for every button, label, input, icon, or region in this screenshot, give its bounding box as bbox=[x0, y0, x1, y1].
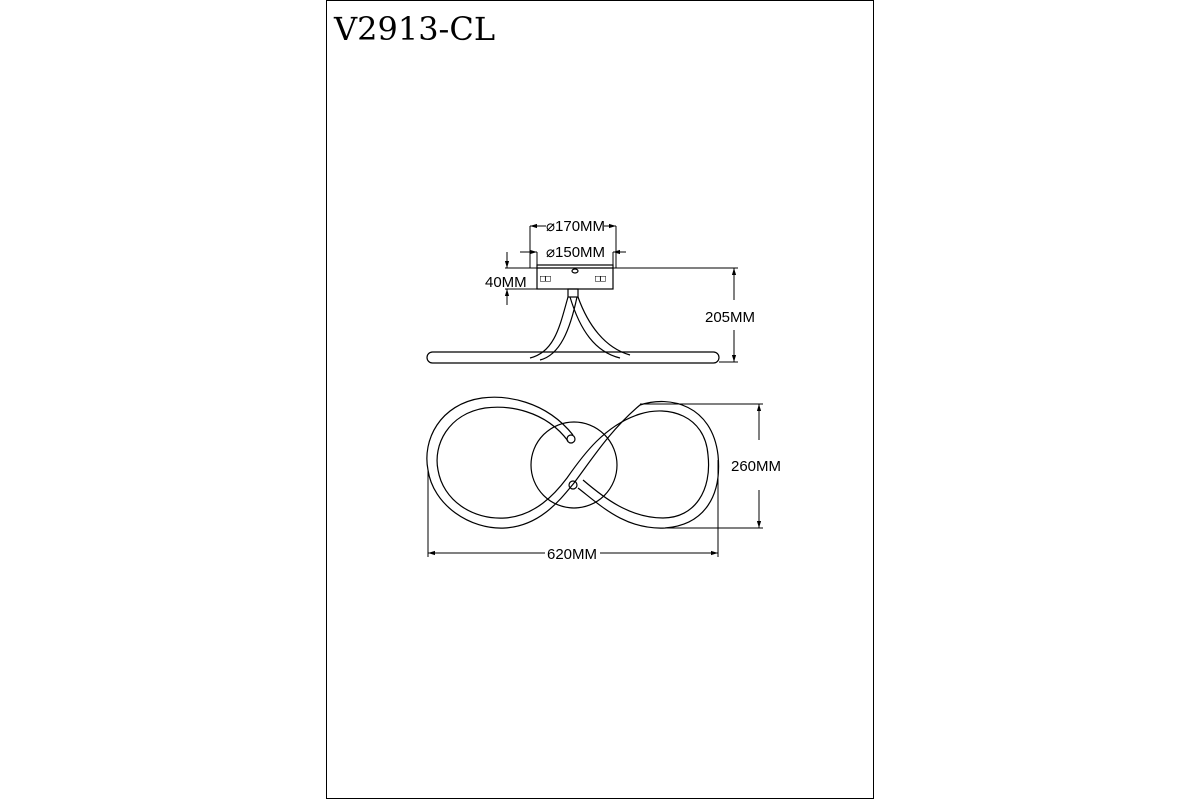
depth-dim bbox=[640, 403, 763, 529]
canopy-height-dim bbox=[504, 252, 537, 305]
arm-right bbox=[569, 296, 621, 359]
depth-label: 260MM bbox=[731, 458, 781, 475]
width-dim bbox=[427, 460, 719, 557]
diameter-dims bbox=[520, 223, 626, 268]
canopy-disc bbox=[530, 421, 618, 509]
drawing-sheet bbox=[326, 0, 874, 799]
top-view bbox=[426, 396, 720, 529]
light-bar bbox=[426, 351, 720, 364]
side-view: □□ □□ bbox=[426, 264, 720, 364]
screw-left: □□ bbox=[540, 274, 551, 284]
loop-end-bottom bbox=[568, 480, 578, 490]
arm-left bbox=[529, 296, 569, 359]
width-label: 620MM bbox=[547, 546, 597, 563]
total-height-label: 205MM bbox=[705, 309, 755, 326]
loop-end-top bbox=[566, 434, 576, 444]
inner-diameter-label: ⌀150MM bbox=[546, 244, 605, 261]
total-height-dim bbox=[613, 267, 738, 363]
screw-right: □□ bbox=[595, 274, 606, 284]
model-title: V2913-CL bbox=[334, 10, 496, 48]
led-loop-outer bbox=[426, 396, 720, 529]
outer-diameter-label: ⌀170MM bbox=[546, 218, 605, 235]
canopy-height-label: 40MM bbox=[485, 274, 527, 291]
led-loop-inner bbox=[436, 406, 710, 519]
stem bbox=[567, 288, 579, 298]
